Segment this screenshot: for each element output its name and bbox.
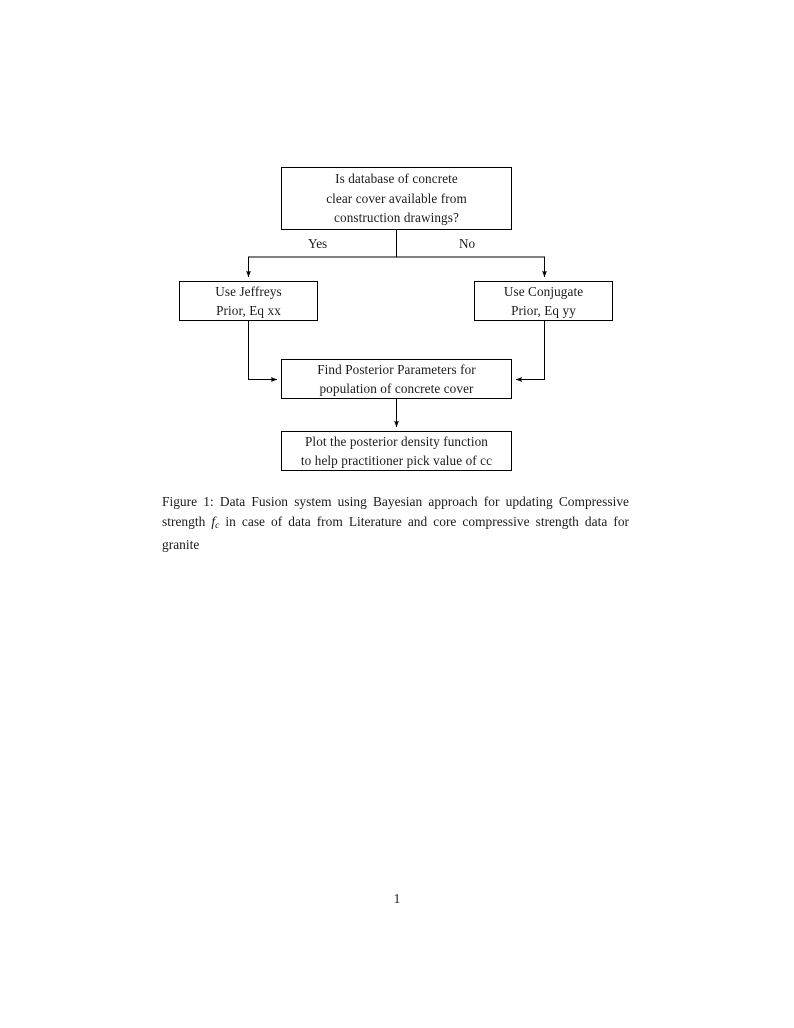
node-text-line: Is database of concrete — [335, 171, 458, 187]
math-subscript: c — [215, 519, 220, 531]
figure-caption: Figure 1: Data Fusion system using Bayes… — [162, 492, 629, 555]
flowchart-connectors — [246, 230, 547, 428]
process-node-plot-posterior-density: Plot the posterior density function to h… — [281, 431, 512, 471]
node-text-line: Plot the posterior density function — [305, 433, 488, 449]
caption-label: Figure 1: — [162, 494, 214, 509]
process-node-jeffreys-prior: Use Jeffreys Prior, Eq xx — [179, 281, 318, 321]
node-text-line: Prior, Eq yy — [511, 303, 576, 318]
branch-label-no: No — [459, 236, 476, 251]
math-base: f — [211, 513, 216, 529]
node-text-line: population of concrete cover — [319, 381, 474, 396]
connector-conjugate-to-posterior — [515, 321, 546, 382]
node-text-line: Prior, Eq xx — [216, 303, 281, 318]
node-text-line: clear cover available from — [326, 190, 467, 206]
branch-label-yes: Yes — [308, 236, 328, 251]
node-text-line: Use Conjugate — [503, 283, 584, 299]
process-node-conjugate-prior: Use Conjugate Prior, Eq yy — [474, 281, 613, 321]
node-text-line: to help practitioner pick value of cc — [300, 453, 493, 468]
node-text-line: Use Jeffreys — [215, 283, 282, 299]
connector-jeffreys-to-posterior — [247, 321, 278, 382]
process-node-find-posterior-parameters: Find Posterior Parameters for population… — [281, 359, 512, 399]
caption-text-after-math: in case of data from Literature and core… — [162, 513, 630, 553]
decision-node-database-available: Is database of concrete clear cover avai… — [281, 167, 512, 230]
caption-math-variable: fc — [211, 513, 220, 531]
caption-text-before-math: Data Fusion system using Bayesian approa… — [162, 494, 629, 529]
figure-1-flowchart: Is database of concrete clear cover avai… — [0, 0, 794, 500]
node-text-line: Find Posterior Parameters for — [317, 361, 476, 377]
node-text-line: construction drawings? — [334, 210, 459, 226]
page-number: 1 — [393, 891, 401, 906]
